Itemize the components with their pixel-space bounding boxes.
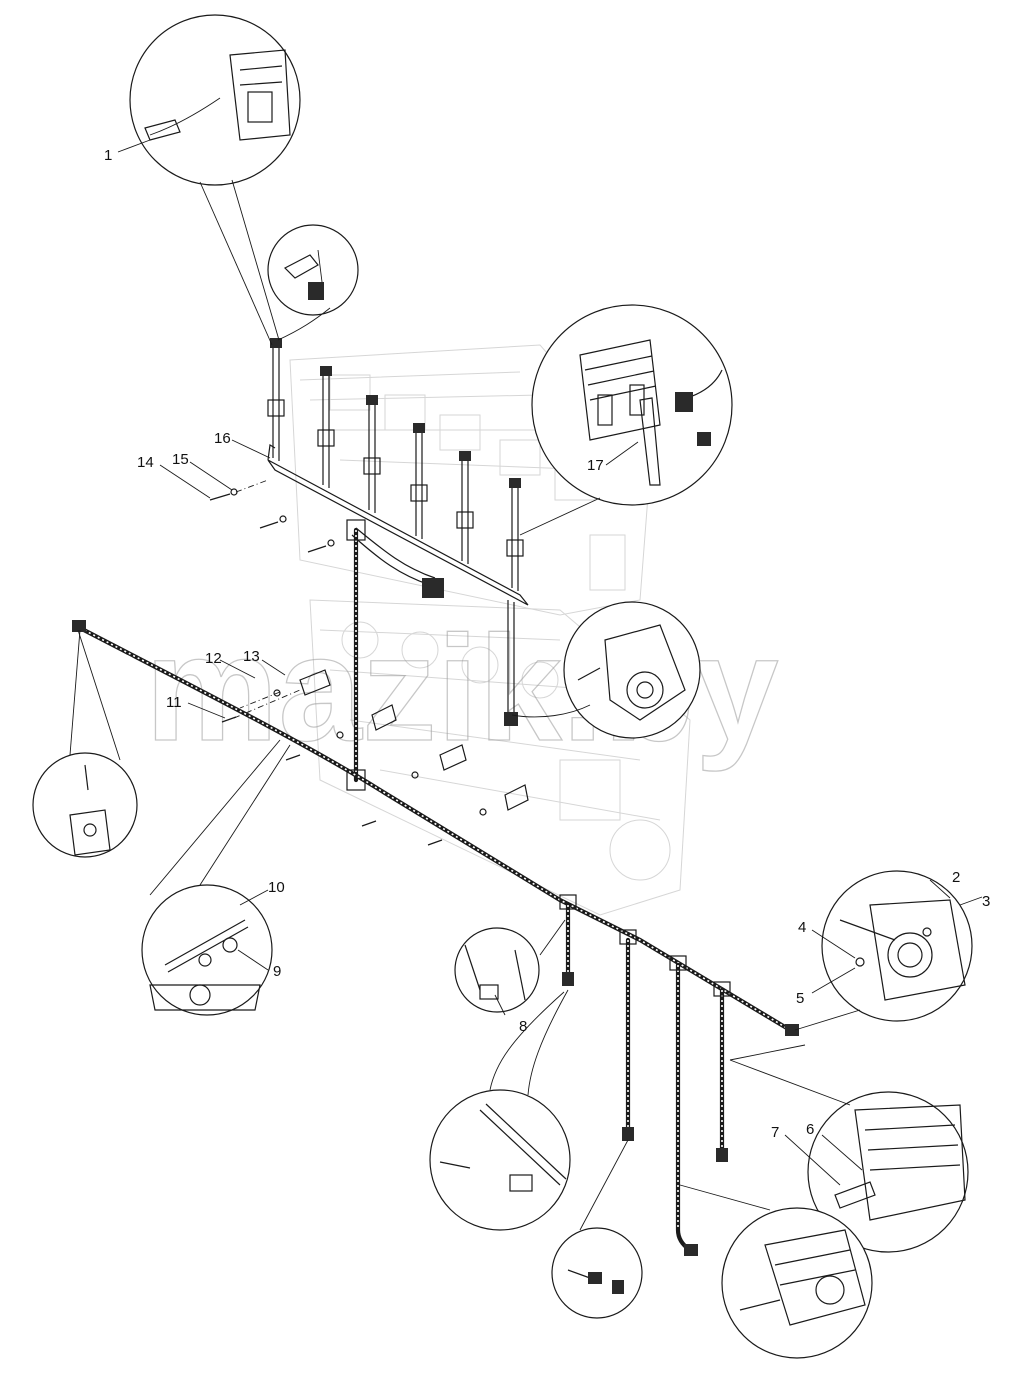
main-vertical-loom bbox=[346, 519, 366, 791]
label-16: 16 bbox=[214, 430, 231, 447]
callout-detail-ecu bbox=[519, 304, 733, 536]
injector-harness bbox=[209, 338, 529, 726]
callout-detail-pump-top bbox=[511, 601, 701, 739]
callout-detail-injector-head bbox=[129, 14, 301, 346]
label-8: 8 bbox=[519, 1018, 527, 1035]
leader-lines bbox=[117, 139, 983, 1186]
callout-detail-front-cover bbox=[794, 870, 973, 1031]
label-11: 11 bbox=[166, 694, 182, 711]
label-1: 1 bbox=[104, 147, 112, 164]
label-17: 17 bbox=[587, 457, 604, 474]
label-12: 12 bbox=[205, 650, 222, 667]
callout-number-labels: 1 2 3 4 5 6 7 8 9 10 11 12 13 14 15 16 1… bbox=[104, 147, 990, 1141]
label-5: 5 bbox=[796, 990, 804, 1007]
engine-block-ghost bbox=[289, 344, 691, 916]
callout-detail-sensor-top bbox=[267, 224, 359, 341]
label-6: 6 bbox=[806, 1121, 814, 1138]
label-10: 10 bbox=[268, 879, 285, 896]
callout-detail-left-sensor bbox=[32, 629, 138, 858]
label-15: 15 bbox=[172, 451, 189, 468]
callout-detail-sensor-8 bbox=[454, 919, 566, 1013]
callout-detail-connector-iveco bbox=[429, 989, 571, 1231]
label-9: 9 bbox=[273, 963, 281, 980]
label-14: 14 bbox=[137, 454, 154, 471]
callout-detail-sensor-bottom bbox=[551, 1139, 643, 1319]
label-2: 2 bbox=[952, 869, 960, 886]
label-13: 13 bbox=[243, 648, 260, 665]
main-diagonal-harness bbox=[72, 620, 799, 1256]
label-3: 3 bbox=[982, 893, 990, 910]
callout-detail-fixing bbox=[141, 739, 291, 1016]
callout-detail-sensor-6-7 bbox=[729, 1044, 969, 1253]
callout-detail-injection-pump bbox=[679, 1184, 873, 1359]
label-7: 7 bbox=[771, 1124, 779, 1141]
label-4: 4 bbox=[798, 919, 806, 936]
